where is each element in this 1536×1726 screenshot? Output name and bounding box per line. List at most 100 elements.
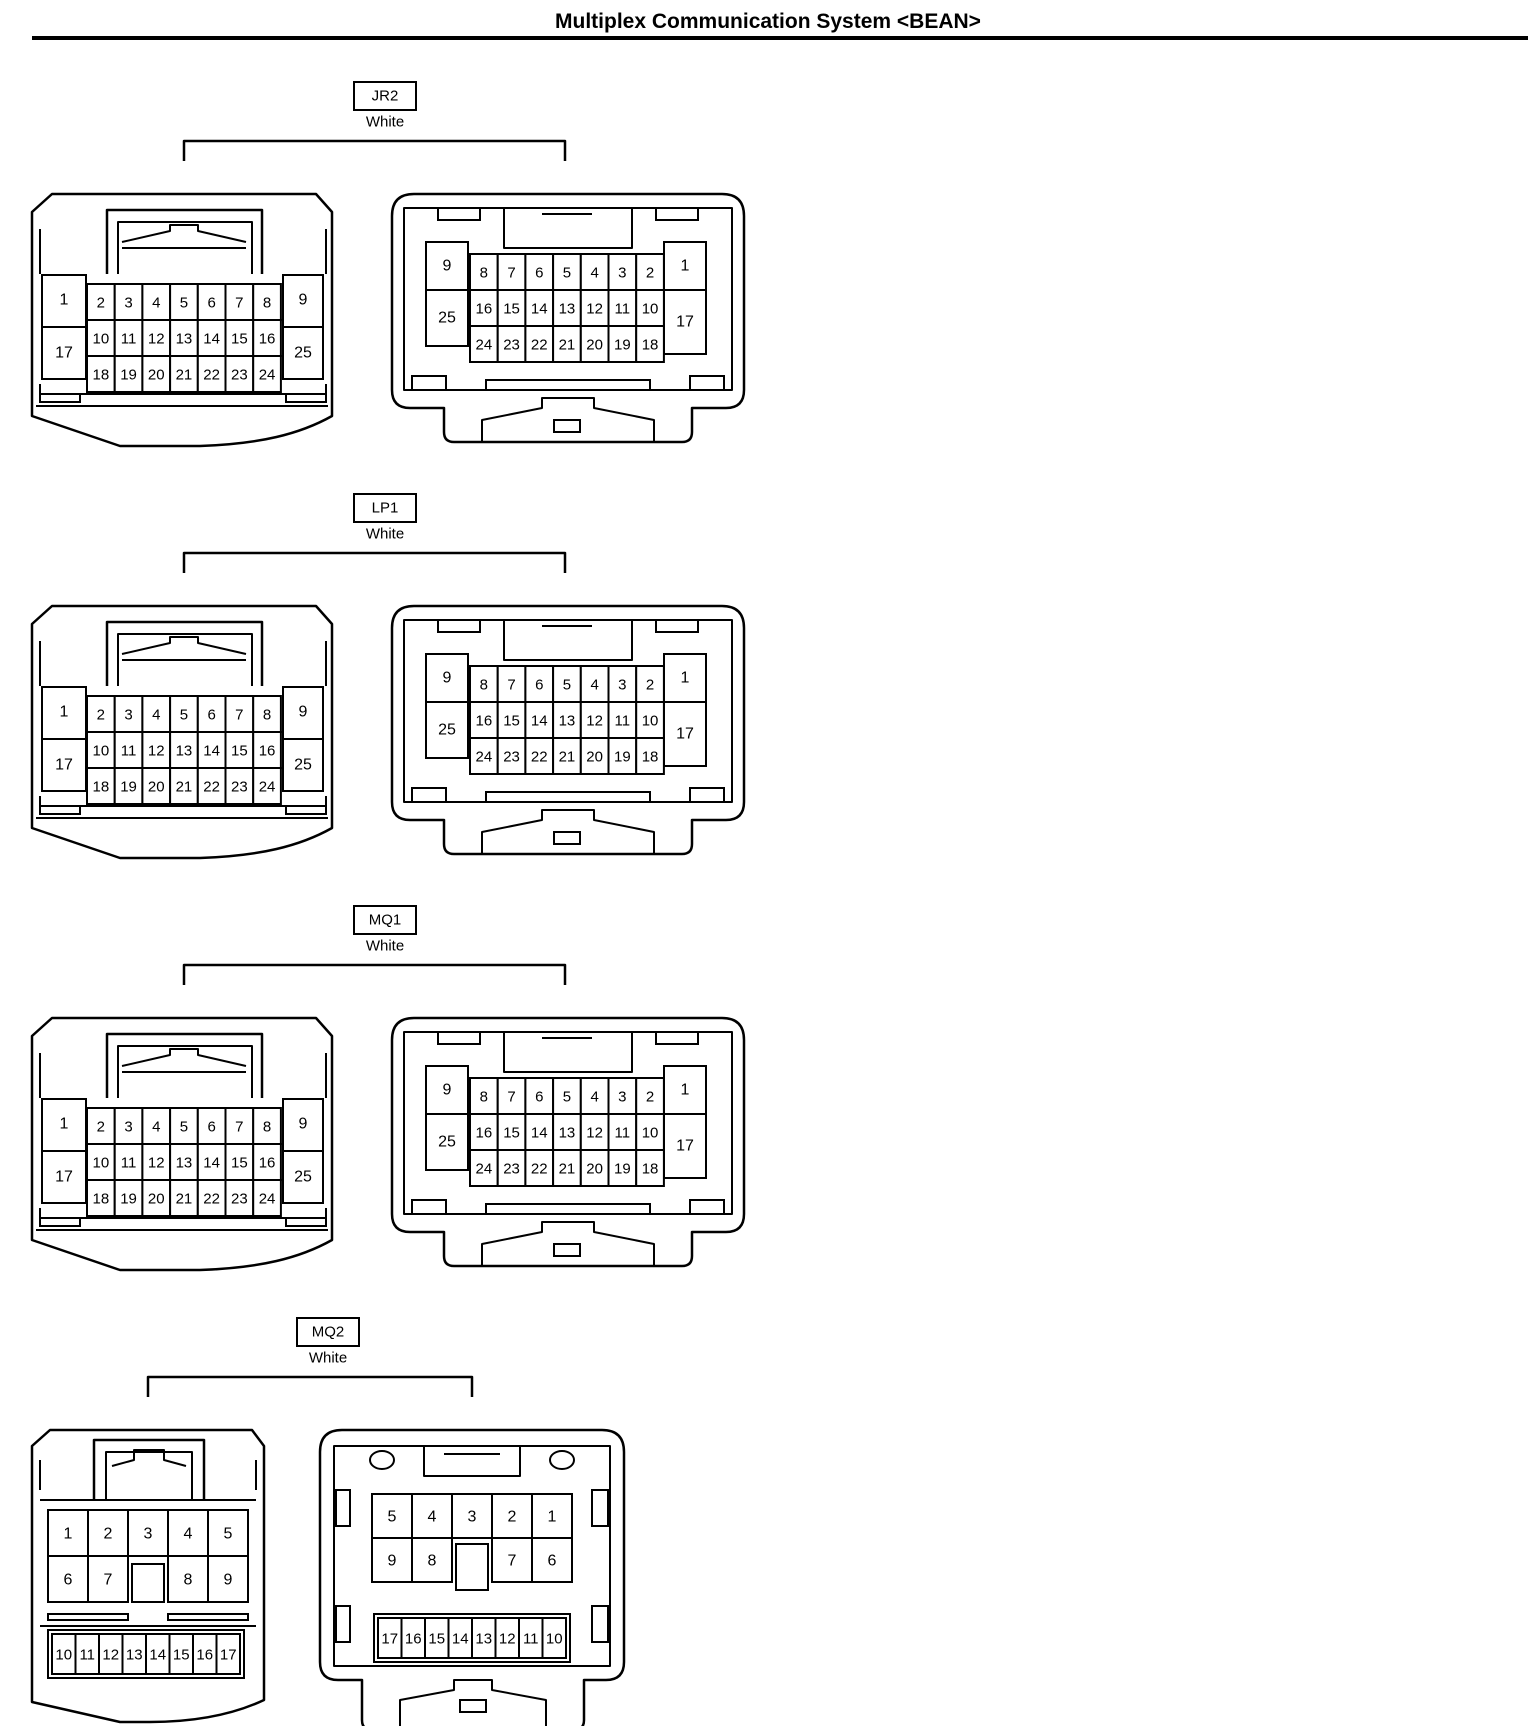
pin-number: 8 xyxy=(428,1553,437,1570)
pin-number: 14 xyxy=(203,1155,220,1172)
pin-number: 17 xyxy=(55,345,73,362)
pin-cell xyxy=(224,695,255,733)
pin-number: 5 xyxy=(180,1119,188,1136)
pin-number: 20 xyxy=(148,779,165,796)
pin-number: 10 xyxy=(642,713,659,730)
pin-number: 7 xyxy=(508,1553,517,1570)
pin-cell xyxy=(86,1179,116,1217)
pin-number: 2 xyxy=(97,1119,105,1136)
pin-number: 22 xyxy=(203,779,220,796)
pin-cell xyxy=(425,1113,469,1171)
pin-number: 15 xyxy=(231,1155,248,1172)
pin-number: 18 xyxy=(642,749,659,766)
housing-floor xyxy=(39,1208,327,1219)
housing-slot xyxy=(689,787,725,803)
pin-cell xyxy=(141,731,172,769)
pin-cell xyxy=(524,701,555,739)
pin-number: 12 xyxy=(586,1125,603,1142)
housing-inner xyxy=(333,1445,611,1667)
pin-number: 7 xyxy=(507,265,515,282)
pin-cell xyxy=(635,665,665,703)
connector-bracket xyxy=(182,139,567,161)
housing-inner-wall xyxy=(39,641,327,686)
latch-arch-inner xyxy=(117,633,253,686)
pin-cell xyxy=(41,274,87,328)
pin-cell xyxy=(215,1633,241,1675)
pin-cell xyxy=(579,1077,610,1115)
pin-cell xyxy=(41,1150,87,1204)
pin-number: 25 xyxy=(438,1134,456,1151)
pin-cell xyxy=(252,355,282,393)
pin-number: 11 xyxy=(615,1125,631,1142)
pin-cell xyxy=(579,289,610,327)
connector-code: MQ2 xyxy=(312,1324,345,1341)
pin-number: 9 xyxy=(299,704,308,721)
pin-cell xyxy=(496,737,527,775)
pin-number: 14 xyxy=(149,1647,166,1664)
pin-number: 6 xyxy=(207,295,215,312)
pin-cell xyxy=(663,701,707,767)
lock-slot xyxy=(553,831,581,845)
housing-foot xyxy=(39,805,81,815)
pin-cell xyxy=(371,1537,413,1583)
pin-number: 11 xyxy=(121,743,137,760)
pin-number: 11 xyxy=(121,331,137,348)
pin-cell xyxy=(196,1179,227,1217)
pin-cell xyxy=(491,1537,533,1583)
pin-cell xyxy=(47,1555,89,1603)
pin-cell xyxy=(169,355,199,393)
connector-code: LP1 xyxy=(372,500,399,517)
housing-slot xyxy=(485,379,651,391)
pin-number: 25 xyxy=(438,722,456,739)
housing-outline xyxy=(390,604,746,856)
pin-cell xyxy=(635,1077,665,1115)
pin-cell xyxy=(607,737,638,775)
pin-number: 3 xyxy=(124,1119,132,1136)
pin-number: 7 xyxy=(235,707,243,724)
pin-number: 22 xyxy=(531,749,548,766)
pin-number: 16 xyxy=(259,743,276,760)
housing-foot xyxy=(39,1217,81,1227)
pin-number: 15 xyxy=(231,331,248,348)
pin-cell xyxy=(425,241,469,291)
pin-cell xyxy=(41,326,87,380)
housing-slot xyxy=(485,1203,651,1215)
pin-number: 14 xyxy=(203,331,220,348)
housing-slot xyxy=(167,1613,249,1621)
pin-number: 23 xyxy=(231,1191,248,1208)
pin-cell xyxy=(282,1098,324,1152)
pin-number: 5 xyxy=(563,677,571,694)
pin-cell xyxy=(371,1493,413,1539)
pin-number: 23 xyxy=(231,367,248,384)
pin-cell xyxy=(224,355,255,393)
pin-number: 4 xyxy=(152,1119,160,1136)
pin-number: 8 xyxy=(480,677,488,694)
pin-number: 14 xyxy=(452,1631,469,1648)
pin-number: 25 xyxy=(294,345,312,362)
pin-number: 15 xyxy=(503,301,520,318)
housing-foot xyxy=(285,805,327,815)
pin-number: 2 xyxy=(646,677,654,694)
pin-number: 4 xyxy=(590,677,598,694)
pin-cell xyxy=(635,737,665,775)
pin-cell xyxy=(196,767,227,805)
latch-arch-inner xyxy=(117,1045,253,1098)
pin-cell xyxy=(663,1113,707,1179)
connector-bracket xyxy=(182,551,567,573)
housing-slot xyxy=(437,1031,481,1045)
pin-number: 7 xyxy=(235,1119,243,1136)
connector-code: JR2 xyxy=(372,88,399,105)
pin-cell xyxy=(425,1065,469,1115)
pin-number: 5 xyxy=(224,1526,233,1543)
pin-cell xyxy=(579,1149,610,1187)
pin-number: 6 xyxy=(548,1553,557,1570)
latch-arch-inner xyxy=(105,1451,193,1500)
latch-tab xyxy=(121,1048,247,1067)
housing-foot xyxy=(39,393,81,403)
pin-number: 12 xyxy=(499,1631,516,1648)
pin-number: 9 xyxy=(388,1553,397,1570)
pin-cell xyxy=(541,1617,567,1659)
